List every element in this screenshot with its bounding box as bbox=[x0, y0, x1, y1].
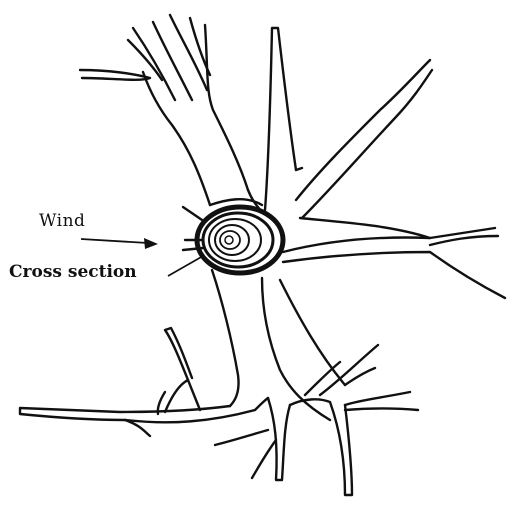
wind-arrow bbox=[81, 238, 158, 249]
cross-section-label: Cross section bbox=[9, 262, 137, 282]
right-branch bbox=[283, 218, 505, 298]
cross-section-leader-line bbox=[168, 256, 203, 276]
lower-center-branches bbox=[215, 345, 418, 495]
top-center-branch bbox=[265, 28, 302, 210]
cross-section bbox=[197, 207, 283, 273]
wind-label: Wind bbox=[39, 211, 85, 231]
upper-right-branch bbox=[296, 60, 432, 218]
lower-left-branch bbox=[20, 328, 268, 436]
upper-left-branch bbox=[80, 15, 248, 205]
